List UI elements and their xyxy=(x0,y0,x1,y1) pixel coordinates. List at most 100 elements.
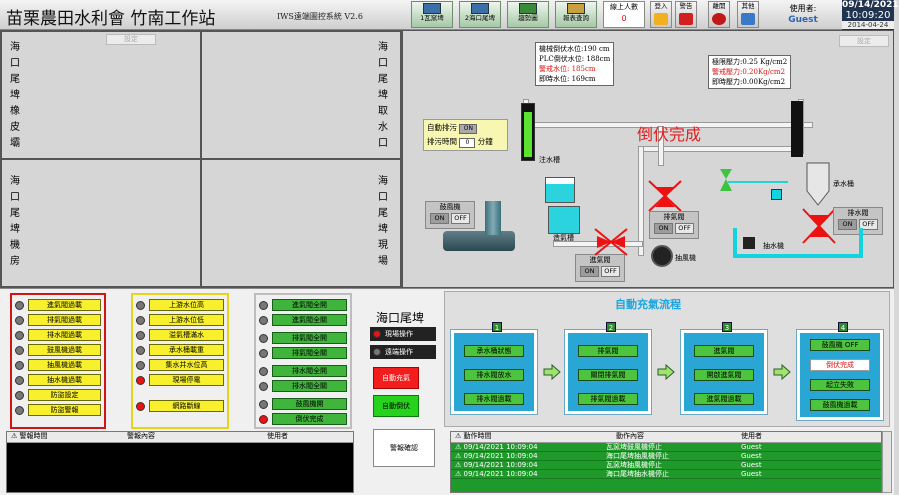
event-log-table: ⚠ 動作時間 動作內容 使用者 ⚠ 09/14/2021 10:09:04 瓦窯… xyxy=(450,431,882,493)
fan-label: 抽風機 xyxy=(675,254,696,262)
drain-time-input[interactable]: 0 xyxy=(459,138,476,148)
table-row[interactable]: ⚠ 09/14/2021 10:09:04 海口尾埤抽風機停止 Guest xyxy=(451,452,881,461)
site-alarm-box: 上游水位高 上游水位低 溢氣槽滿水 承水桶載重 集水井水位高 現場停電 網路斷線 xyxy=(131,293,229,429)
camera-view-site[interactable]: 海口尾埤現場 xyxy=(201,159,401,287)
receive-tank-label: 承水桶 xyxy=(833,180,854,188)
alarm-item: 溢氣槽滿水 xyxy=(136,329,224,341)
status-item: 排水閥全開 xyxy=(259,365,347,377)
flow-step-button[interactable]: 排水閥放水 xyxy=(464,369,524,381)
flow-arrow-icon xyxy=(657,363,675,381)
nav-button-report[interactable]: 報表查詢 xyxy=(555,1,597,28)
app-subtitle: IWS遠端圖控系統 V2.6 xyxy=(277,12,363,21)
auto-drain-toggle[interactable]: ON xyxy=(459,124,478,134)
flow-step-button[interactable]: 鼓風機 OFF xyxy=(810,339,870,351)
blower-off-button[interactable]: OFF xyxy=(451,213,470,224)
status-lamp xyxy=(136,300,145,310)
flow-step-button[interactable]: 倒伏完成 xyxy=(810,359,870,371)
water-tank-fill xyxy=(546,184,574,202)
pipe-valve-riser xyxy=(658,126,664,166)
flow-step-button[interactable]: 進氣閥 xyxy=(694,345,754,357)
event-log-scrollbar[interactable] xyxy=(882,431,892,493)
alarm-item: 承水桶載重 xyxy=(136,344,224,356)
other-button[interactable]: 其他 xyxy=(737,1,759,28)
status-text: 倒伏完成 xyxy=(637,125,702,144)
auto-collapse-button[interactable]: 自動倒伏 xyxy=(373,395,419,417)
camera-setting-tag[interactable]: 設定 xyxy=(106,34,156,45)
flow-step-4: 4 鼓風機 OFF 倒伏完成 起立失敗 鼓風機過載 xyxy=(796,322,884,421)
drain-valve-off-button[interactable]: OFF xyxy=(859,219,878,230)
warning-button[interactable]: 警告 xyxy=(675,1,697,28)
alarm-item: 上游水位低 xyxy=(136,314,224,326)
flow-step-button[interactable]: 起立失敗 xyxy=(810,379,870,391)
online-users: 線上人數 0 xyxy=(603,1,645,28)
flow-step-button[interactable]: 排氣閥 xyxy=(578,345,638,357)
intake-valve-on-button[interactable]: ON xyxy=(580,266,599,277)
site-name: 海口尾埤 xyxy=(376,311,425,325)
table-header: ⚠ 警報時間 警報內容 使用者 xyxy=(7,432,353,443)
exhaust-valve-fault-icon xyxy=(648,180,682,212)
flow-step-button[interactable]: 關閉排氣閥 xyxy=(578,369,638,381)
flow-step-button[interactable]: 排氣閥過載 xyxy=(578,393,638,405)
login-button[interactable]: 登入 xyxy=(650,1,672,28)
nav-button-wayao[interactable]: 1瓦窯埤 xyxy=(411,1,453,28)
warning-icon: ⚠ 動作時間 xyxy=(455,432,492,440)
status-lamp xyxy=(259,366,268,376)
app-title: 苗栗農田水利會 竹南工作站 xyxy=(6,9,216,29)
status-lamp xyxy=(259,315,268,325)
alarm-item: 集水井水位高 xyxy=(136,359,224,371)
exhaust-valve-on-button[interactable]: ON xyxy=(654,223,673,234)
camera-view-machine-room[interactable]: 海口尾埤機房 xyxy=(1,159,201,287)
camera-view-intake[interactable]: 海口尾埤取水口 設定 xyxy=(106,31,401,159)
exit-button[interactable]: 離開 xyxy=(708,1,730,28)
nav-button-haikou[interactable]: 2海口尾埤 xyxy=(459,1,501,28)
flow-step-button[interactable]: 鼓風機過載 xyxy=(810,399,870,411)
warning-icon: ⚠ 警報時間 xyxy=(11,432,48,440)
table-row[interactable]: ⚠ 09/14/2021 10:09:04 瓦窯埤抽風機停止 Guest xyxy=(451,461,881,470)
process-mimic-diagram: 設定 機械倒伏水位:190 cm PLC倒伏水位: 188cm 警戒水位: 18… xyxy=(402,30,894,288)
exhaust-valve-off-button[interactable]: OFF xyxy=(675,223,694,234)
flow-step-button[interactable]: 開啟進氣閥 xyxy=(694,369,754,381)
flow-step-3: 3 進氣閥 開啟進氣閥 進氣閥過載 xyxy=(680,322,768,415)
pressure-panel: 極限壓力:0.25 Kg/cm2 警戒壓力:0.20Kg/cm2 即時壓力:0.… xyxy=(708,55,792,89)
camera-grid: 海口尾埤橡皮壩 海口尾埤取水口 設定 海口尾埤機房 海口尾埤現場 xyxy=(0,30,402,288)
table-header: ⚠ 動作時間 動作內容 使用者 xyxy=(451,432,881,443)
trend-chart-icon xyxy=(519,3,537,14)
flow-step-button[interactable]: 排水閥過載 xyxy=(464,393,524,405)
blower-on-button[interactable]: ON xyxy=(430,213,449,224)
status-lamp xyxy=(259,399,268,409)
alarm-item: 現場停電 xyxy=(136,374,224,386)
water-tank xyxy=(545,177,575,203)
drain-valve-fault-icon xyxy=(802,208,836,244)
nav-button-trend[interactable]: 趨勢圖 xyxy=(507,1,549,28)
drain-valve-on-button[interactable]: ON xyxy=(838,219,857,230)
mimic-setting-tag[interactable]: 設定 xyxy=(839,35,889,47)
table-row[interactable]: ⚠ 09/14/2021 10:09:04 海口尾埤抽水機停止 Guest xyxy=(451,470,881,479)
login-icon xyxy=(654,13,668,25)
status-lamp xyxy=(15,300,24,310)
status-lamp xyxy=(15,360,24,370)
auto-drain-panel: 自動排污 ON 排污時間 0 分鐘 xyxy=(423,119,508,151)
pump-basin xyxy=(733,228,863,258)
table-row[interactable]: ⚠ 09/14/2021 10:09:04 瓦窯埤鼓風機停止 Guest xyxy=(451,443,881,452)
camera-view-rubber-dam[interactable]: 海口尾埤橡皮壩 xyxy=(1,31,201,159)
gas-tank-label: 造氣槽 xyxy=(553,234,574,242)
status-lamp xyxy=(373,348,381,356)
equipment-alarm-box: 進氣閥過載 排氣閥過載 排水閥過載 鼓風機過載 抽風機過載 抽水機過載 防盜設定… xyxy=(10,293,106,429)
local-operation-indicator[interactable]: 現場操作 xyxy=(370,327,436,341)
remote-operation-indicator[interactable]: 遠端操作 xyxy=(370,345,436,359)
alarm-item: 防盜警報 xyxy=(15,404,101,416)
small-valve-icon xyxy=(720,169,732,191)
status-lamp xyxy=(136,375,145,385)
alarm-confirm-button[interactable]: 警報確認 xyxy=(373,429,435,467)
intake-valve-off-button[interactable]: OFF xyxy=(601,266,620,277)
flow-step-button[interactable]: 承水桶狀態 xyxy=(464,345,524,357)
online-count: 0 xyxy=(621,14,627,23)
flow-step-button[interactable]: 進氣閥過載 xyxy=(694,393,754,405)
user-name: Guest xyxy=(788,15,818,25)
bottom-panel: 進氣閥過載 排氣閥過載 排水閥過載 鼓風機過載 抽風機過載 抽水機過載 防盜設定… xyxy=(0,288,894,495)
status-lamp xyxy=(259,381,268,391)
auto-fill-button[interactable]: 自動充氣 xyxy=(373,367,419,389)
